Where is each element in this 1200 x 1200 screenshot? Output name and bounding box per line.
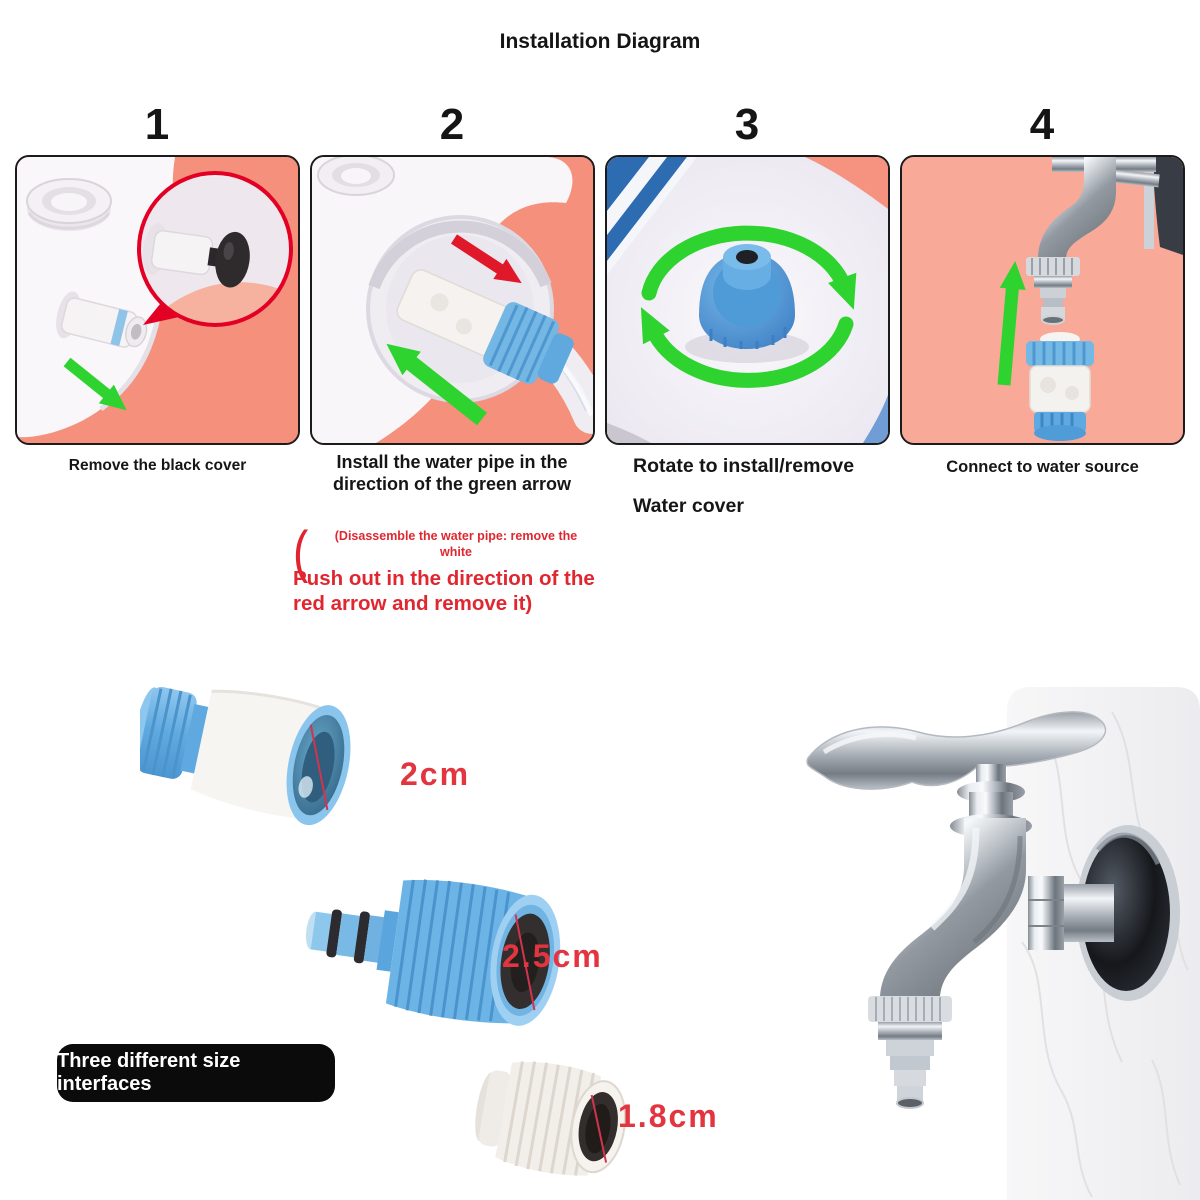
salmon-corner [805, 157, 888, 209]
green-arrow-icon [386, 343, 487, 426]
size-label-2point5cm: 2.5cm [502, 938, 603, 974]
caption-step2-note-line2: white [440, 545, 472, 559]
step-number-1: 1 [144, 100, 170, 149]
step-photo-2 [310, 155, 595, 445]
caption-step2-note-line1: (Disassemble the water pipe: remove the [334, 529, 578, 543]
green-arrow-icon [997, 261, 1026, 386]
step-photo-1 [15, 155, 300, 445]
step1-illustration [17, 157, 298, 443]
hose-stripes [607, 157, 697, 275]
caption-step4: Connect to water source [946, 458, 1139, 476]
quick-connector [1026, 332, 1094, 441]
faucet-photo [806, 687, 1200, 1200]
sizes-badge: Three different size interfaces [57, 1044, 335, 1102]
step-photo-4 [900, 155, 1185, 445]
step4-illustration [902, 157, 1183, 443]
green-arrow-icon [63, 357, 127, 411]
wall-flange [1076, 825, 1180, 1001]
quick-connector [396, 269, 574, 384]
device-nozzle [56, 291, 148, 348]
caption-step2-line1: Install the water pipe in the [336, 452, 568, 472]
caption-step1: Remove the black cover [68, 457, 247, 474]
caption-step3-line1: Rotate to install/remove [633, 455, 855, 477]
step-number-2: 2 [439, 100, 465, 149]
size-label-1point8cm: 1.8cm [618, 1098, 719, 1134]
size-label-2cm: 2cm [400, 756, 471, 792]
wall-mount [1152, 157, 1183, 255]
connector-2cm [140, 686, 351, 826]
connector-1point8cm [475, 1061, 627, 1176]
step-number-4: 4 [1029, 100, 1055, 149]
step-photo-3 [605, 155, 890, 445]
caption-step2-push-line2: red arrow and remove it) [293, 592, 533, 615]
connector-2point5cm [305, 879, 561, 1026]
water-cover-knob [685, 244, 809, 363]
caption-step3-line2: Water cover [633, 495, 744, 517]
step2-parenthesis: ( [293, 518, 309, 584]
step-number-3: 3 [734, 100, 760, 149]
mini-faucet [1026, 157, 1160, 325]
faucet-outlet [868, 996, 952, 1109]
step3-illustration [607, 157, 888, 443]
threaded-port [317, 157, 395, 196]
red-arrow-icon [450, 234, 522, 284]
page-title: Installation Diagram [499, 30, 701, 53]
threaded-port [26, 178, 112, 231]
caption-step2-line2: direction of the green arrow [332, 474, 572, 494]
caption-step2-push-line1: Push out in the direction of the [293, 567, 595, 590]
rotate-arrows-icon [641, 225, 854, 388]
step2-illustration [312, 157, 593, 443]
rotate-arrowheads [640, 272, 857, 345]
black-cover [215, 231, 250, 288]
